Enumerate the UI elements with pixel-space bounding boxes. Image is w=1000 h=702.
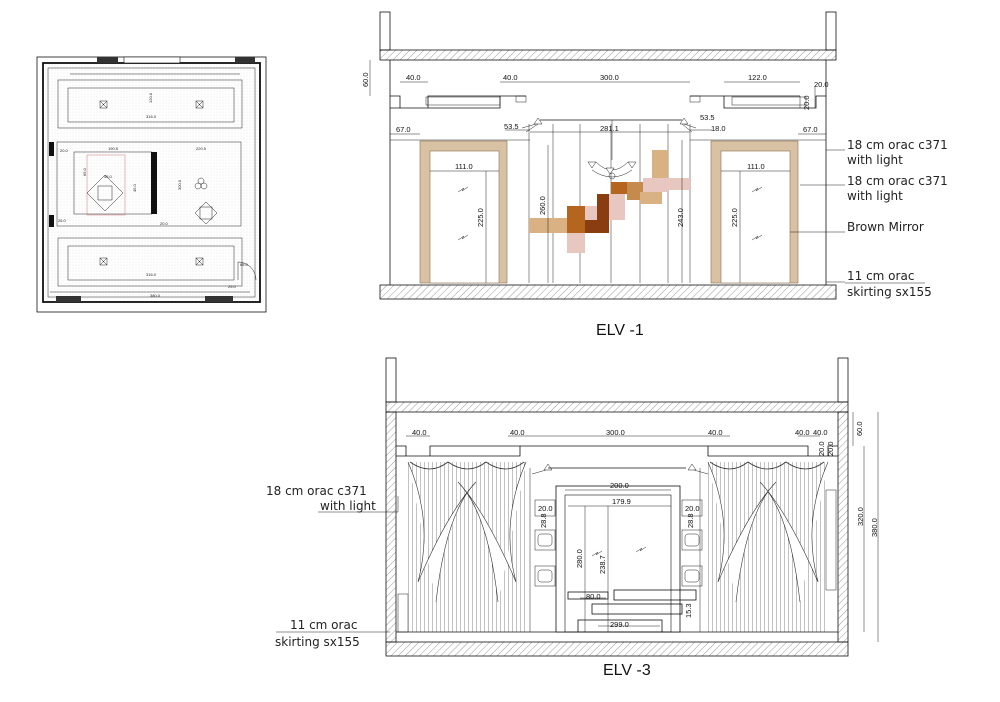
elv1-ceiling-slab	[379, 49, 837, 61]
elv3-right-curtain	[707, 461, 829, 632]
elv1-title: ELV -1	[596, 322, 644, 339]
plan-tv-wall	[151, 152, 157, 214]
elv3-note-skirt-l1: 11 cm orac	[290, 618, 358, 632]
elv1-note-orac1-l1: 18 cm orac c371	[847, 138, 948, 152]
elv1-note-orac2-l2: with light	[847, 189, 903, 203]
elv1-decor-tiles	[529, 150, 690, 253]
elv1-note-mirror: Brown Mirror	[847, 220, 924, 234]
elv1-right-mirror	[720, 150, 791, 284]
elv1-floor-slab	[379, 284, 837, 300]
elv1-left-mirror	[429, 150, 500, 284]
elv3-note-skirt-l2: skirting sx155	[275, 635, 360, 649]
elevation-1	[369, 11, 925, 300]
window-top-left	[97, 57, 118, 63]
elv3-console	[567, 589, 697, 633]
elv3-side-niches	[534, 499, 703, 587]
elv1-note-orac2-l1: 18 cm orac c371	[847, 174, 948, 188]
elv1-note-skirt-l1: 11 cm orac	[847, 269, 915, 283]
elv3-center-mirror-frame	[555, 485, 681, 633]
elevation-3	[276, 357, 879, 657]
elv1-chandelier	[587, 120, 637, 180]
floor-plan	[36, 56, 267, 313]
elv3-note-orac-l2: with light	[320, 499, 376, 513]
elv3-floor-slab	[385, 641, 849, 657]
window-top-mid	[123, 56, 181, 64]
elv1-note-skirt-l2: skirting sx155	[847, 285, 932, 299]
elv3-title: ELV -3	[603, 662, 651, 679]
elv3-left-curtain	[407, 461, 527, 632]
elv3-ceiling-slab	[385, 401, 849, 413]
elv1-note-orac1-l2: with light	[847, 153, 903, 167]
plan-table	[86, 174, 124, 212]
window-top-right	[235, 57, 255, 63]
elv3-note-orac-l1: 18 cm orac c371	[266, 484, 367, 498]
